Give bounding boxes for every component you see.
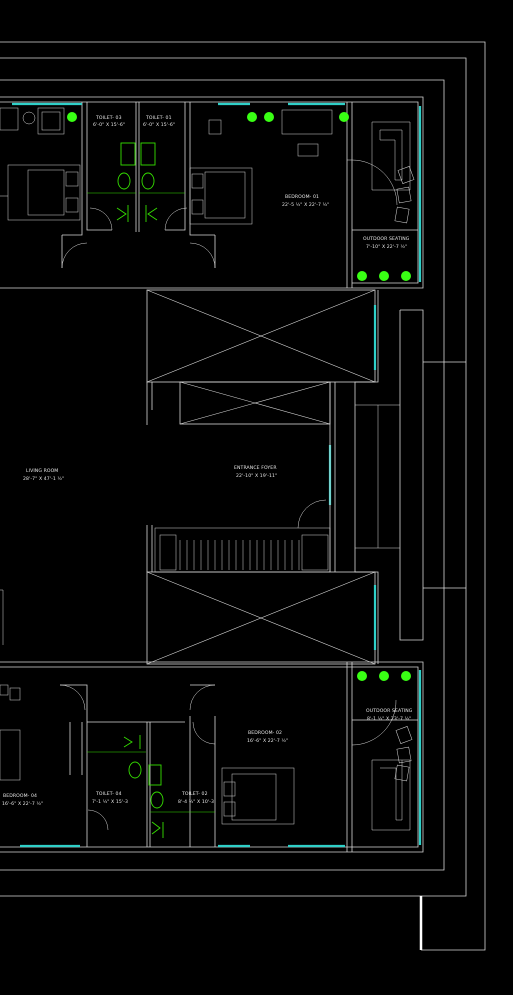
- bottom-furniture: [0, 684, 411, 831]
- bedroom-02-size: 16'-6" X 22'-7 ½": [247, 737, 288, 744]
- outdoor-seating-top-name: OUTDOOR SEATING: [363, 236, 410, 242]
- toilet-02-size: 8'-4 ½" X 10'-3: [178, 798, 214, 805]
- stair-treads: [159, 534, 329, 571]
- bedroom-04-name: BEDROOM- 04: [3, 793, 37, 799]
- living-room-walls: [0, 589, 4, 645]
- bottom-fixtures: [123, 735, 164, 838]
- site-boundary: [0, 41, 486, 951]
- entrance-foyer-name: ENTRANCE FOYER: [234, 465, 277, 471]
- toilet-01-name: TOILET- 01: [145, 115, 172, 121]
- top-fixtures: [116, 142, 158, 222]
- foyer-and-stairs: [146, 382, 336, 573]
- right-exterior: [354, 290, 466, 664]
- living-room-name: LIVING ROOM: [26, 468, 58, 474]
- bedroom-01-size: 22'-5 ½" X 22'-7 ½": [282, 201, 329, 208]
- outdoor-seating-bottom-size: 8'-1 ½" X 23'-7 ½": [367, 715, 411, 722]
- toilet-02-name: TOILET- 02: [181, 791, 208, 797]
- bedroom-04-size: 16'-6" X 22'-7 ½": [2, 800, 43, 807]
- room-labels: TOILET- 03 6'-0" X 15'-6" TOILET- 01 6'-…: [2, 115, 413, 807]
- outdoor-seating-bottom-name: OUTDOOR SEATING: [366, 708, 413, 714]
- bedroom-02-name: BEDROOM- 02: [248, 730, 282, 736]
- top-plants: [67, 112, 411, 281]
- bottom-glazing: [20, 670, 422, 848]
- bottom-plants: [357, 671, 411, 681]
- top-furniture: [0, 107, 411, 225]
- toilet-04-size: 7'-1 ½" X 15'-3: [92, 798, 128, 805]
- outdoor-chairs: [394, 166, 415, 782]
- toilet-03-name: TOILET- 03: [95, 115, 122, 121]
- bedroom-01-name: BEDROOM- 01: [285, 194, 319, 200]
- outdoor-seating-top-size: 7'-10" X 22'-7 ½": [366, 243, 407, 250]
- living-room-size: 28'-7" X 47'-1 ½": [23, 475, 64, 482]
- toilet-01-size: 6'-0" X 15'-6": [143, 122, 175, 128]
- bottom-wing-walls: [0, 661, 424, 853]
- entrance-foyer-size: 22'-10" X 19'-11": [236, 473, 277, 479]
- top-glazing: [12, 102, 422, 282]
- toilet-03-size: 6'-0" X 15'-6": [93, 122, 125, 128]
- toilet-04-name: TOILET- 04: [95, 791, 122, 797]
- top-wing-walls: [0, 96, 424, 289]
